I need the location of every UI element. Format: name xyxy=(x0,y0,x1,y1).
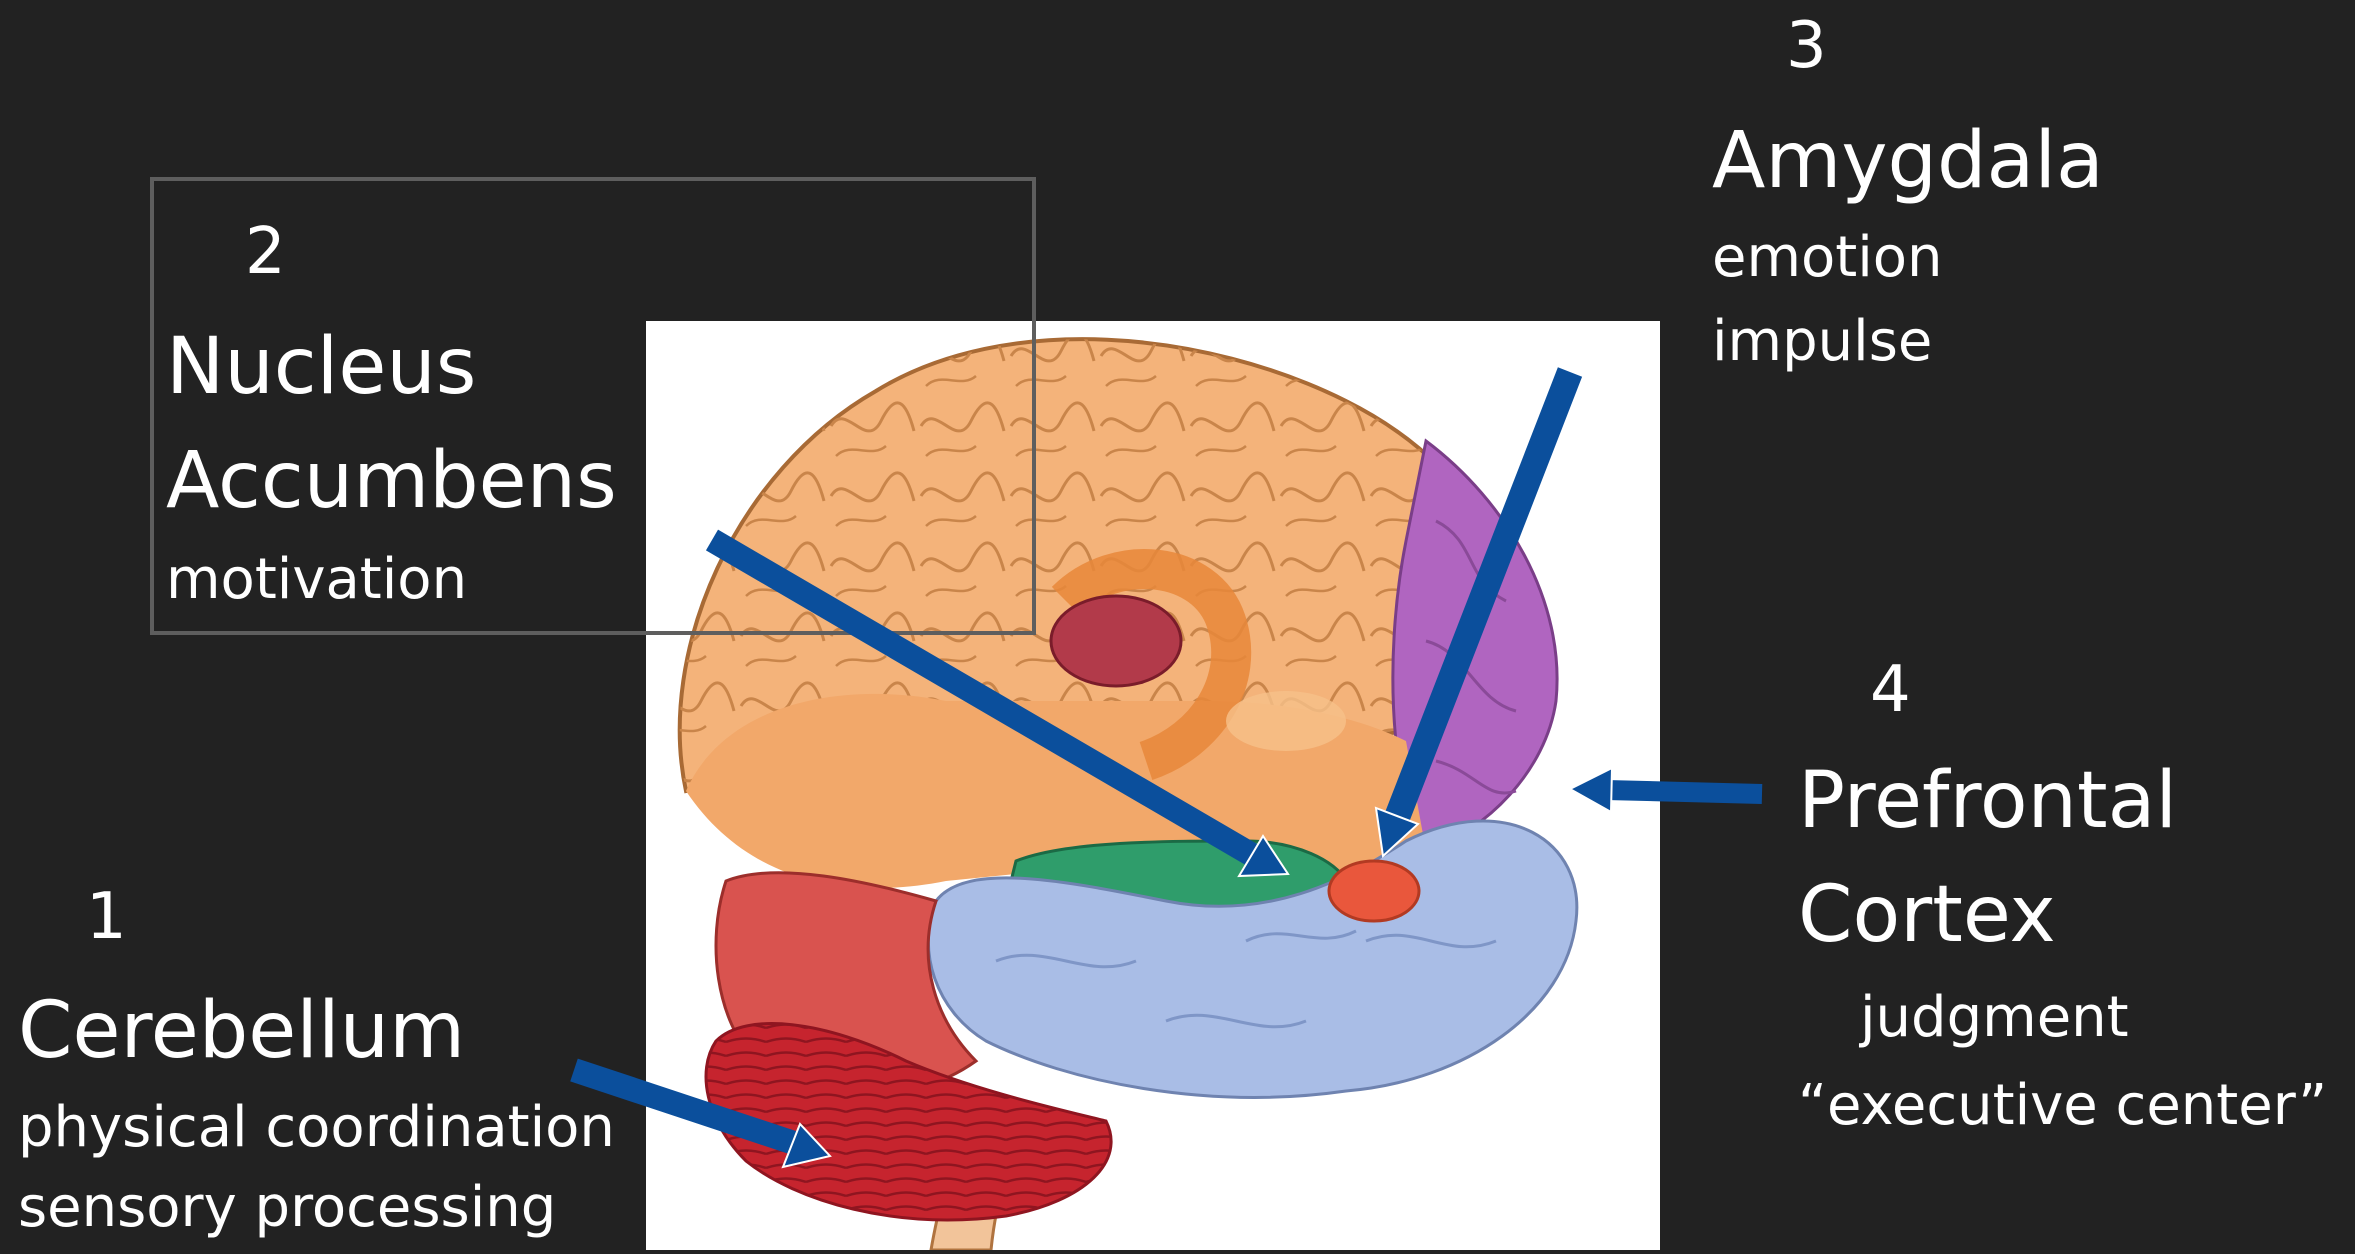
prefrontal-cortex-desc-2: “executive center” xyxy=(1798,1078,2327,1134)
arrow-amygdala xyxy=(1376,372,1570,856)
prefrontal-cortex-desc-1: judgment xyxy=(1860,990,2129,1046)
amygdala-number: 3 xyxy=(1786,14,1827,78)
nucleus-accumbens-name-1: Nucleus xyxy=(166,328,476,406)
cerebellum-desc-2: sensory processing xyxy=(18,1180,556,1236)
amygdala-name: Amygdala xyxy=(1712,122,2104,200)
amygdala-desc-2: impulse xyxy=(1712,314,1932,370)
cerebellum-desc-1: physical coordination xyxy=(18,1100,615,1156)
nucleus-accumbens-number: 2 xyxy=(245,220,286,284)
prefrontal-cortex-name-1: Prefrontal xyxy=(1798,762,2177,840)
amygdala-desc-1: emotion xyxy=(1712,230,1943,286)
cerebellum-name: Cerebellum xyxy=(18,992,465,1070)
cerebellum-number: 1 xyxy=(86,885,127,949)
nucleus-accumbens-desc: motivation xyxy=(166,552,467,608)
nucleus-accumbens-name-2: Accumbens xyxy=(166,442,617,520)
prefrontal-cortex-number: 4 xyxy=(1870,658,1911,722)
arrow-prefrontal-cortex xyxy=(1570,768,1762,812)
prefrontal-cortex-name-2: Cortex xyxy=(1798,876,2056,954)
arrow-nucleus-accumbens xyxy=(712,540,1288,876)
